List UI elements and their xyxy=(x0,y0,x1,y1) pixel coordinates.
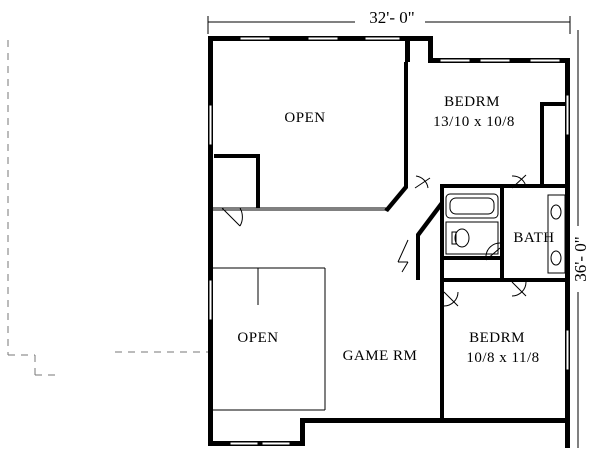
windows xyxy=(208,36,570,446)
depth-dimension-line xyxy=(570,30,588,448)
interior-walls xyxy=(213,62,568,420)
room-label-bedroom-1: BEDRM xyxy=(444,94,500,110)
lower-level-outline xyxy=(7,40,210,376)
doors xyxy=(221,174,527,307)
room-label-open-bottom: OPEN xyxy=(237,330,278,346)
width-dimension-label: 32'- 0" xyxy=(369,8,414,27)
room-size-bedroom-2: 10/8 x 11/8 xyxy=(466,350,539,366)
room-label-open-top: OPEN xyxy=(284,110,325,126)
width-dimension-line xyxy=(207,12,571,34)
bath-fixtures xyxy=(445,193,566,274)
room-label-bedroom-2: BEDRM xyxy=(469,330,525,346)
room-label-bath: BATH xyxy=(513,230,554,246)
room-label-game-room: GAME RM xyxy=(343,348,418,364)
room-size-bedroom-1: 13/10 x 10/8 xyxy=(433,114,515,130)
depth-dimension-label: 36'- 0" xyxy=(571,236,590,281)
